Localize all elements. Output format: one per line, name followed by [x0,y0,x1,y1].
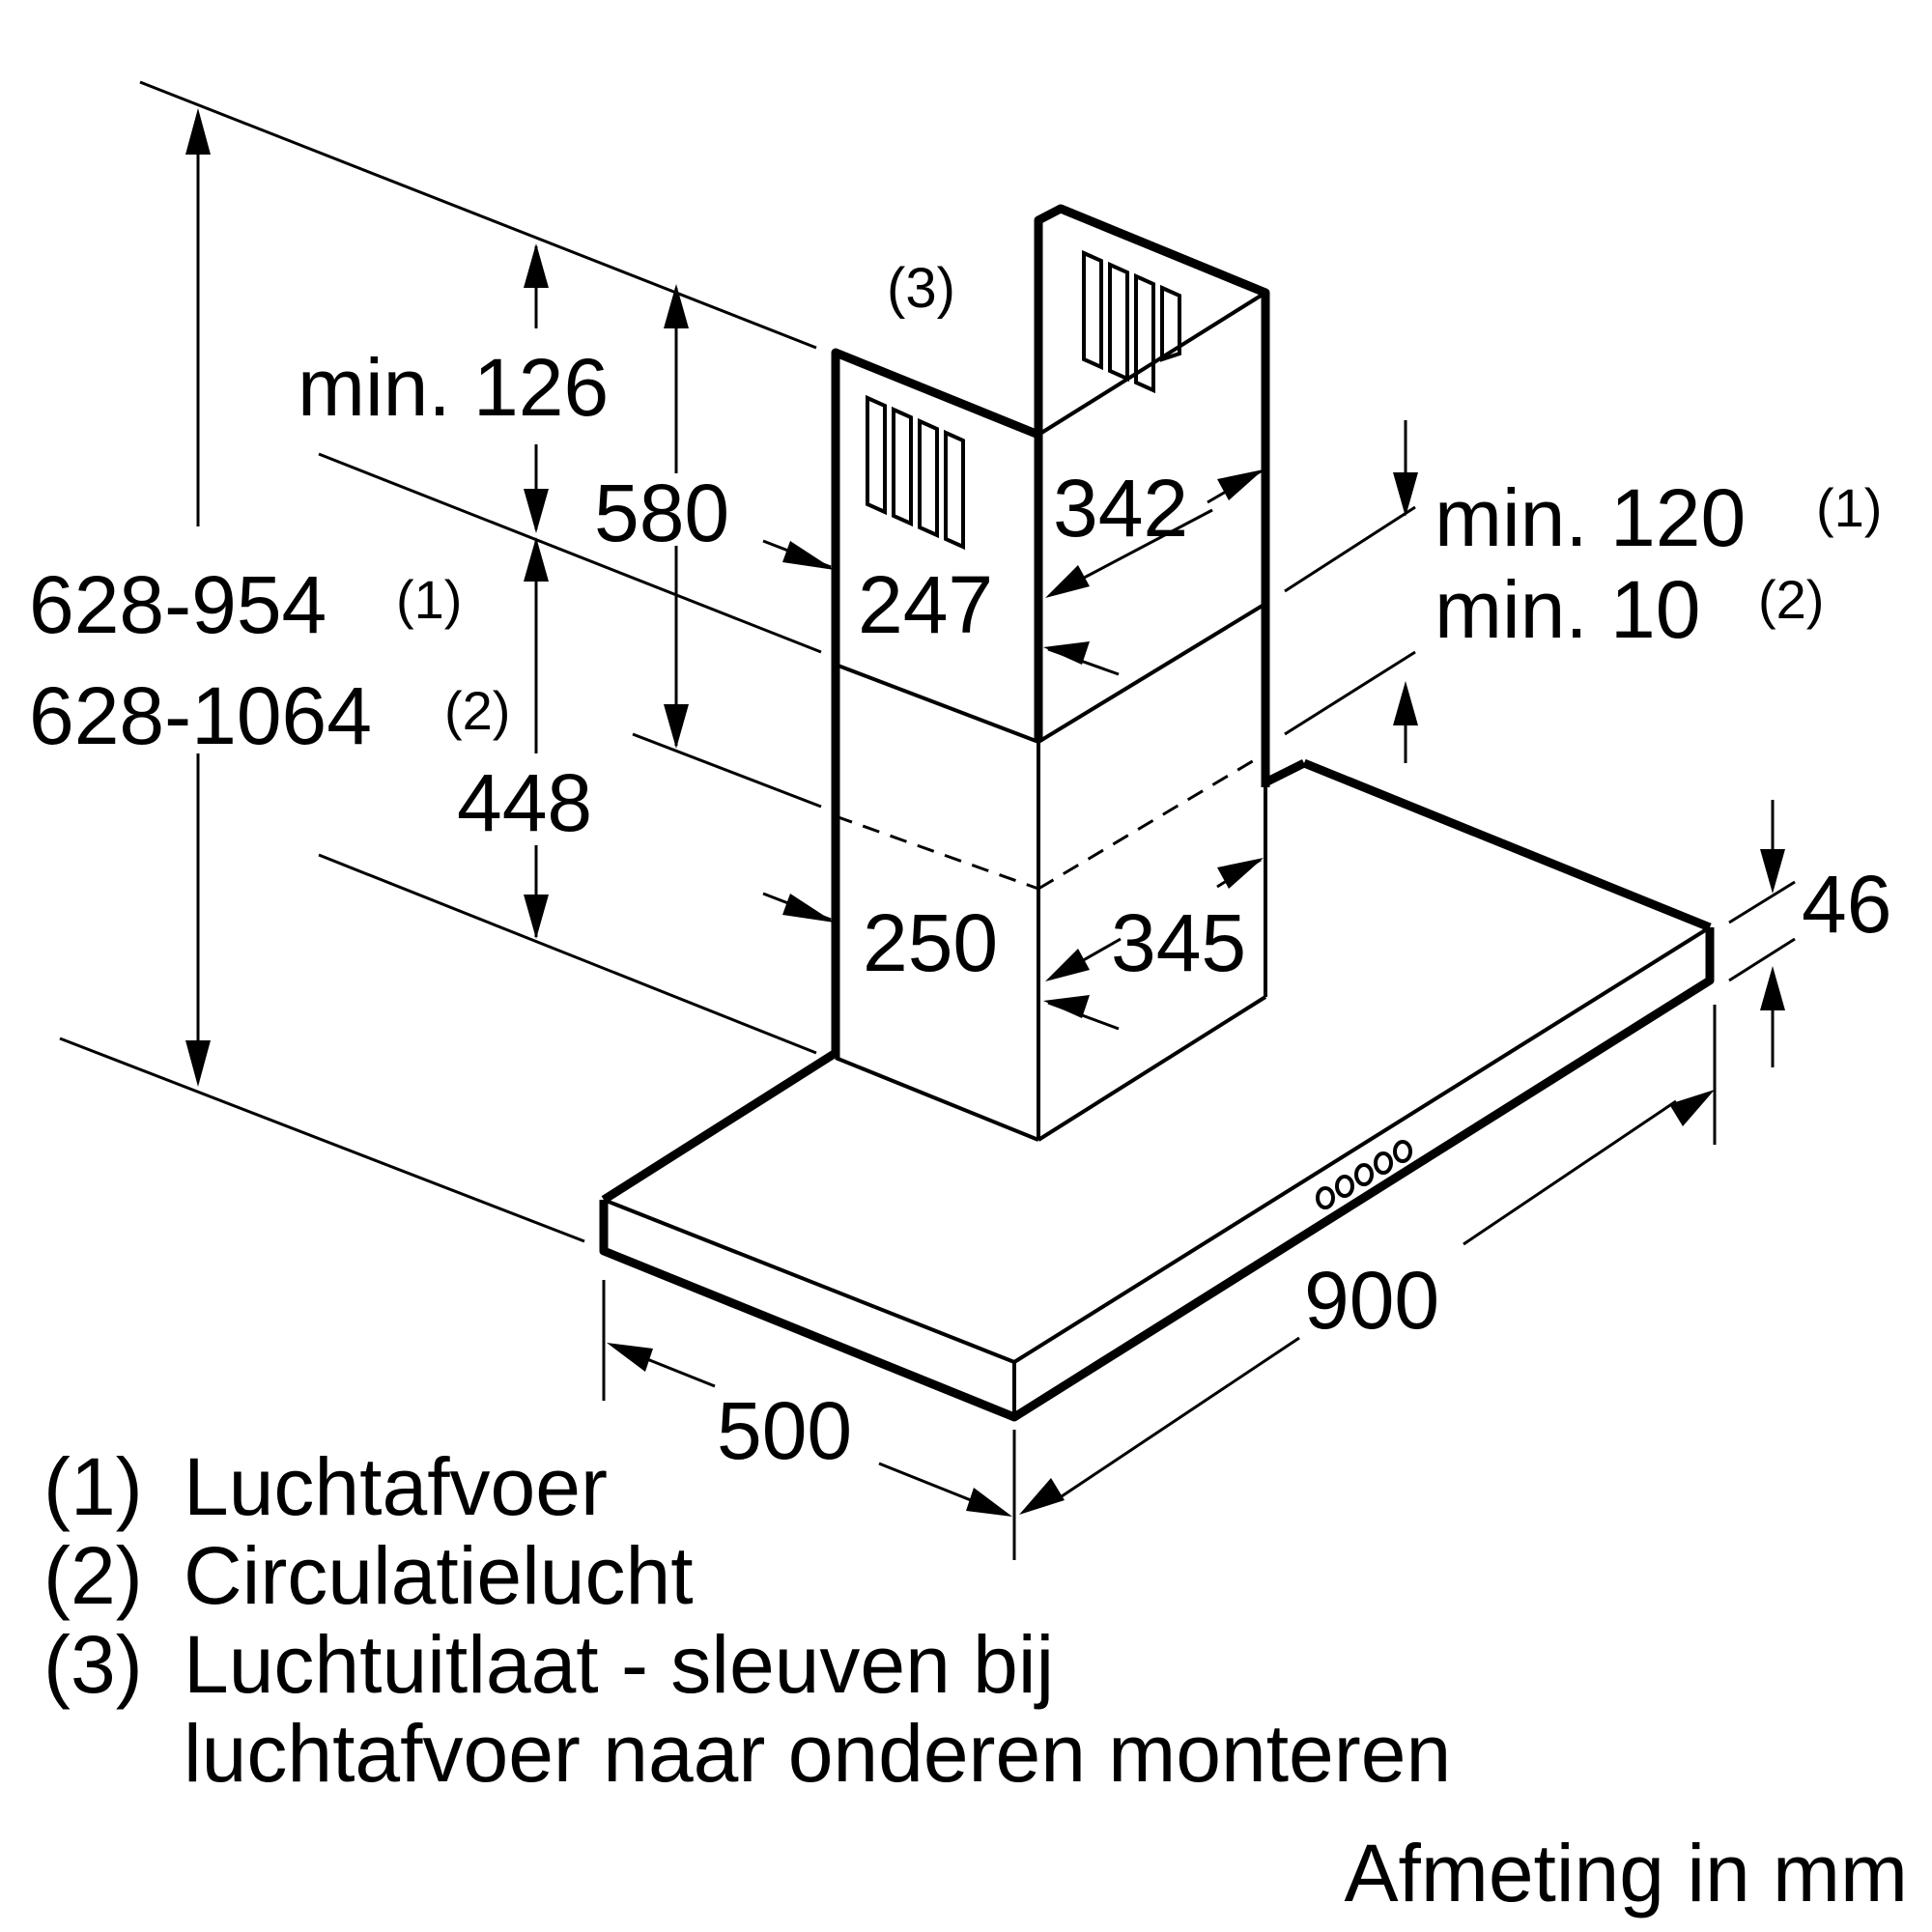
arrow-left-icon [1043,995,1090,1018]
height-range-recirc-label: 628-1064 [29,670,372,761]
arrow-right-icon [1217,469,1264,500]
height-range-exhaust-note: (1) [396,569,462,630]
arrow-right-icon [966,1488,1012,1517]
arrow-up-icon [185,108,211,155]
dimension-labels: (3) 628-954 (1) 628-1064 (2) min. 126 58… [29,257,1891,1476]
hood-width-label: 900 [1304,1255,1439,1346]
arrow-left-icon [607,1343,653,1372]
arrow-down-icon [664,704,689,749]
arrow-left-icon [1045,565,1090,598]
legend: (1) Luchtafvoer (2) Circulatielucht (3) … [43,1441,1451,1799]
knob-icon [1335,1175,1354,1198]
legend-text: Luchtafvoer [184,1441,608,1532]
legend-marker: (1) [43,1441,143,1532]
knob-icon [1354,1163,1374,1186]
arrow-right-icon [782,894,835,923]
knob-icon [1316,1186,1335,1209]
arrow-left-icon [1045,949,1090,981]
arrow-up-icon [524,537,549,582]
lower-depth-label: 250 [863,897,998,988]
arrow-down-icon [1760,849,1785,894]
min-exhaust-label: min. 120 [1435,472,1746,563]
arrow-up-icon [1393,681,1418,725]
arrow-up-icon [524,243,549,288]
hood-depth-label: 500 [717,1385,852,1476]
height-range-recirc-note: (2) [444,680,510,741]
lower-width-label: 345 [1111,897,1246,988]
knob-icon [1393,1140,1412,1163]
knob-icon [1374,1151,1393,1175]
air-outlet-slots-front [866,394,965,551]
hood-canopy [599,758,1715,1422]
legend-text: Luchtuitlaat - sleuven bij [184,1619,1054,1710]
callout-slots-label: (3) [887,257,955,320]
min-exhaust-note: (1) [1816,477,1882,538]
arrow-down-icon [524,895,549,939]
control-knobs [1316,1140,1412,1209]
arrow-right-icon [782,541,835,570]
arrow-up-icon [1760,966,1785,1010]
arrow-up-icon [664,284,689,328]
arrow-down-icon [1393,472,1418,517]
min-recirc-note: (2) [1758,569,1824,630]
chimney-upper-label: 580 [594,468,729,558]
dimension-lines [185,108,1785,1517]
min-recirc-label: min. 10 [1435,564,1700,655]
extension-lines [59,80,1796,1560]
legend-marker: (3) [43,1619,143,1710]
legend-text: luchtafvoer naar onderen monteren [184,1708,1451,1799]
lower-chimney [831,665,1307,1142]
air-outlet-slots-side [1082,249,1181,394]
arrow-down-icon [524,489,549,533]
legend-text: Circulatielucht [184,1530,694,1621]
arrow-up-right-icon [1669,1090,1715,1126]
height-range-exhaust-label: 628-954 [29,559,327,650]
hood-thickness-label: 46 [1802,859,1891,950]
legend-marker: (2) [43,1530,143,1621]
arrow-down-left-icon [1019,1478,1065,1515]
units-note: Afmeting in mm [1345,1828,1909,1918]
arrow-right-icon [1217,858,1264,889]
min-top-label: min. 126 [298,342,609,433]
arrow-left-icon [1043,641,1090,665]
chimney-lower-label: 448 [457,757,592,848]
arrow-down-icon [185,1040,211,1087]
upper-width-label: 342 [1053,463,1188,554]
upper-depth-label: 247 [858,559,993,650]
